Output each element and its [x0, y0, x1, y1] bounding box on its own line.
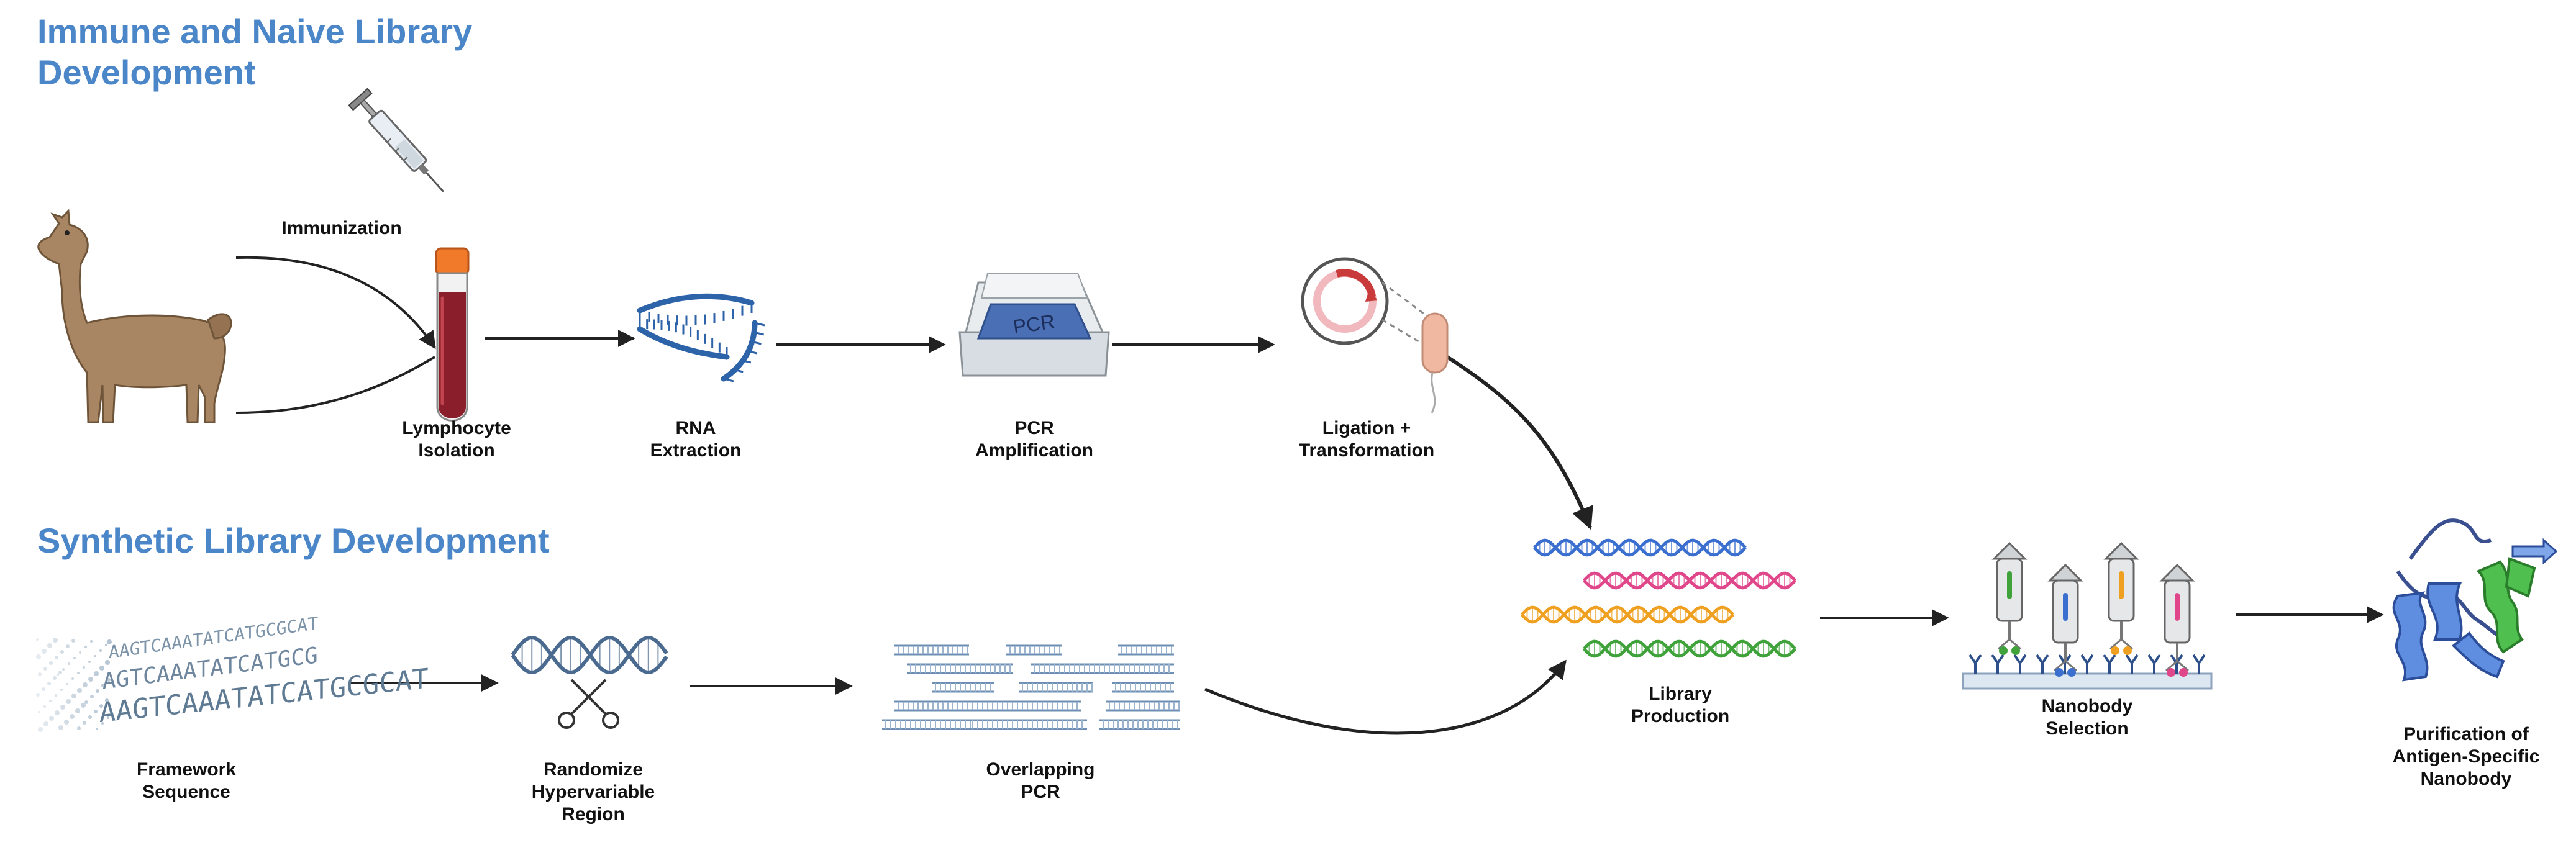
- llama-icon: [37, 209, 232, 423]
- dna-fragment: [1019, 682, 1093, 693]
- label-pcr-line-1: PCR: [1014, 418, 1054, 438]
- phage-icon: [2103, 541, 2139, 655]
- antibody-icon: [2036, 654, 2049, 674]
- dna-fragment: [969, 719, 1087, 730]
- dna-fragment: [1118, 644, 1174, 656]
- antibody-icon: [2147, 654, 2161, 674]
- label-framework-sequence: Framework Sequence: [118, 759, 255, 803]
- label-library-production: Library Production: [1609, 683, 1752, 728]
- label-library-line-2: Production: [1631, 706, 1730, 726]
- dna-fragment: [932, 682, 994, 693]
- antibody-icon: [2192, 654, 2206, 674]
- label-purification-line-1: Purification of: [2403, 724, 2529, 744]
- dna-fragment: [1106, 700, 1180, 712]
- label-randomize-hypervariable: Randomize Hypervariable Region: [516, 759, 671, 826]
- label-ligation-transformation: Ligation + Transformation: [1280, 417, 1454, 462]
- antibody-row: [1968, 654, 2206, 674]
- antibody-icon: [1968, 654, 1982, 674]
- rna-strand-icon: [637, 293, 758, 382]
- label-purification: Purification of Antigen-Specific Nanobod…: [2373, 723, 2559, 790]
- label-randomize-line-3: Region: [562, 804, 625, 825]
- immune-title-line-1: Immune and Naive Library: [37, 12, 473, 51]
- label-rna-extraction: RNA Extraction: [627, 417, 764, 462]
- label-overlapping-line-2: PCR: [1021, 782, 1060, 802]
- label-overlapping-line-1: Overlapping: [986, 759, 1095, 780]
- phage-row: [1991, 541, 2195, 677]
- dna-fragment: [894, 644, 969, 656]
- label-pcr-line-2: Amplification: [975, 440, 1093, 461]
- helix: [511, 635, 668, 675]
- dna-sequence-text-icon: AAGTCAAATATCATGCGCAT AGTCAAATATCATGCG AA…: [36, 613, 429, 732]
- syringe-icon: [348, 88, 444, 192]
- scissors-icon: [558, 679, 619, 729]
- label-nanobody-selection: Nanobody Selection: [2016, 695, 2159, 740]
- arrow-llama-top-to-tube: [235, 256, 436, 350]
- dna-fragment: [1131, 663, 1174, 674]
- flow-arrows: [235, 256, 2384, 735]
- dna-fragment: [1099, 719, 1180, 730]
- phage-icon: [2159, 563, 2195, 677]
- phage-icon: [2047, 563, 2083, 677]
- dna-fragment: [994, 700, 1081, 712]
- label-ligation-line-2: Transformation: [1298, 440, 1435, 461]
- antibody-icon: [1991, 654, 2005, 674]
- antibody-icon: [2103, 654, 2116, 674]
- label-rna-line-2: Extraction: [650, 440, 742, 461]
- protein-structure-icon: [2392, 518, 2558, 682]
- phage-display-icon: [1962, 541, 2213, 690]
- label-framework-line-1: Framework: [136, 759, 237, 780]
- dna-fragment: [1031, 663, 1131, 674]
- immune-section-title: Immune and Naive Library Development: [37, 11, 472, 93]
- arrow-ligation-to-library: [1446, 355, 1593, 530]
- dna-fragment: [907, 663, 1013, 674]
- dna-fragment: [894, 700, 994, 712]
- beta-strand-arrows: [2511, 538, 2558, 565]
- dna-helix: [1533, 538, 1747, 557]
- dna-helix: [1583, 571, 1796, 590]
- synthetic-title-line-1: Synthetic Library Development: [37, 521, 550, 560]
- phage-icon: [1991, 541, 2028, 655]
- dna-scissors-icon: [511, 635, 668, 729]
- dna-fragment: [1112, 682, 1174, 693]
- arrow-overlapping-to-library: [1204, 659, 1567, 735]
- antibody-icon: [2125, 654, 2139, 674]
- immune-title-line-2: Development: [37, 53, 256, 92]
- label-randomize-line-2: Hypervariable: [531, 782, 655, 802]
- sequence-fade-dots: [36, 638, 112, 732]
- label-purification-line-2: Antigen-Specific: [2392, 746, 2540, 767]
- antibody-icon: [2080, 654, 2094, 674]
- dna-helix: [1583, 639, 1796, 658]
- label-ligation-line-1: Ligation +: [1322, 418, 1411, 438]
- arrow-llama-bottom-to-tube: [235, 356, 436, 414]
- label-framework-line-2: Sequence: [142, 782, 230, 802]
- label-library-line-1: Library: [1649, 684, 1712, 704]
- label-lymphocyte-line-1: Lymphocyte: [402, 418, 511, 438]
- label-selection-line-1: Nanobody: [2041, 696, 2133, 716]
- dna-fragment: [1006, 644, 1062, 656]
- label-selection-line-2: Selection: [2046, 718, 2129, 739]
- label-purification-line-3: Nanobody: [2420, 769, 2512, 789]
- dna-fragment: [882, 719, 975, 730]
- blood-tube-icon: [435, 247, 470, 422]
- label-immunization: Immunization: [267, 217, 416, 240]
- label-lymphocyte-line-2: Isolation: [418, 440, 495, 461]
- label-lymphocyte-isolation: Lymphocyte Isolation: [385, 417, 528, 462]
- dna-fragments-icon: [882, 644, 1180, 730]
- pcr-machine-icon: PCR: [958, 273, 1110, 377]
- synthetic-section-title: Synthetic Library Development: [37, 520, 550, 561]
- label-pcr-amplification: PCR Amplification: [957, 417, 1112, 462]
- label-overlapping-pcr: Overlapping PCR: [969, 759, 1112, 803]
- dna-helix: [1521, 605, 1734, 624]
- dna-helix: [511, 635, 668, 675]
- dna-library-icon: [1521, 538, 1796, 658]
- label-immunization-line-1: Immunization: [281, 218, 402, 238]
- rna-bases: [639, 303, 765, 382]
- label-rna-line-1: RNA: [675, 418, 716, 438]
- plasmid-bacterium-icon: [1301, 257, 1449, 413]
- label-randomize-line-1: Randomize: [543, 759, 644, 780]
- antibody-icon: [2013, 654, 2027, 674]
